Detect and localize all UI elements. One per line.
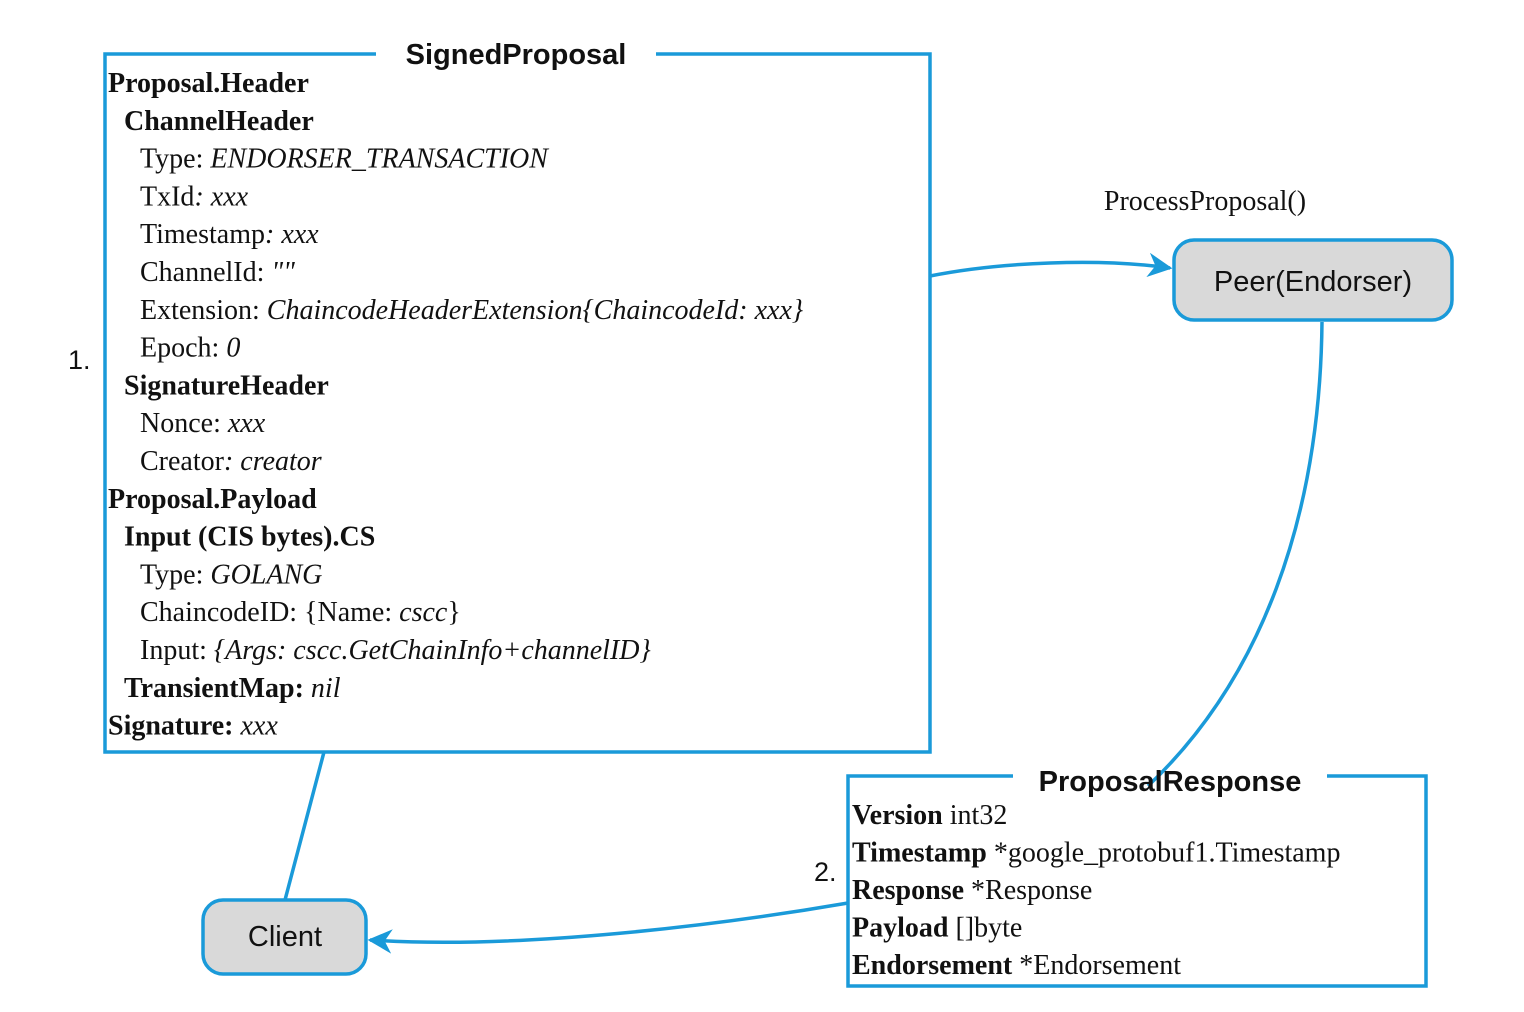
client-node: Client <box>201 898 368 976</box>
signed-proposal-border <box>103 52 932 754</box>
signed-proposal-line-8-part-0: SignatureHeader <box>124 370 329 401</box>
signed-proposal-line-3-part-1: : xxx <box>194 181 248 212</box>
signed-proposal-line-7-part-0: Epoch: <box>140 333 226 364</box>
signed-proposal-line-11-part-0: Proposal.Payload <box>108 484 317 515</box>
edge-proposal-response-to-client <box>367 901 849 954</box>
signed-proposal-line-4-part-0: Timestamp <box>140 219 265 250</box>
edge-client-to-signed-proposal <box>283 751 326 901</box>
signed-proposal-line-14-part-2: } <box>447 597 460 628</box>
signed-proposal-title: SignedProposal <box>406 39 627 71</box>
proposal-response-line-4-part-1: *Endorsement <box>1012 950 1181 981</box>
signed-proposal-line-13-part-1: GOLANG <box>210 559 322 590</box>
signed-proposal-line-14-part-1: cscc <box>399 597 448 628</box>
step-2-label: 2. <box>814 857 837 887</box>
edge-signed-proposal-to-peer <box>929 252 1173 278</box>
signed-proposal-line-3-part-0: TxId <box>140 181 194 212</box>
signed-proposal-line-17-part-1: xxx <box>234 711 279 742</box>
signed-proposal-line-2-part-1: ENDORSER_TRANSACTION <box>209 144 549 175</box>
signed-proposal-line-13-part-0: Type: <box>140 559 210 590</box>
proposal-response-line-1-part-1: *google_protobuf1.Timestamp <box>987 838 1341 869</box>
peer-endorser-node: Peer(Endorser) <box>1172 238 1454 322</box>
signed-proposal-line-15-part-0: Input: <box>140 635 214 666</box>
signed-proposal-line-7-part-1: 0 <box>226 333 240 364</box>
proposal-response-border <box>846 774 1428 988</box>
proposal-response-line-0-part-1: int32 <box>943 800 1008 831</box>
proposal-response-line-2-part-1: *Response <box>964 875 1092 906</box>
proposal-response-line-1-part-0: Timestamp <box>852 838 987 869</box>
signed-proposal-line-4-part-1: : xxx <box>265 219 319 250</box>
proposal-response-line-0-part-0: Version <box>852 800 943 831</box>
proposal-response-line-3-part-1: []byte <box>948 913 1022 944</box>
signed-proposal-line-10-part-0: Creator <box>140 446 225 477</box>
signed-proposal-line-14-part-0: ChaincodeID: {Name: <box>140 597 399 628</box>
signed-proposal-line-5-part-1: "" <box>271 257 295 288</box>
signed-proposal-line-16-part-1: nil <box>304 673 341 704</box>
edge-peer-to-proposal-response <box>1146 321 1324 788</box>
signed-proposal-line-10-part-1: : creator <box>224 446 322 477</box>
peer-endorser-shape <box>1172 238 1454 322</box>
signed-proposal-line-17-part-0: Signature: <box>108 711 234 742</box>
signed-proposal-line-1-part-0: ChannelHeader <box>124 106 314 137</box>
signed-proposal-line-6-part-1: ChaincodeHeaderExtension{ChaincodeId: xx… <box>267 295 803 326</box>
signed-proposal-line-5-part-0: ChannelId: <box>140 257 271 288</box>
signed-proposal-line-0-part-0: Proposal.Header <box>108 68 309 99</box>
signed-proposal-line-9-part-1: xxx <box>227 408 266 439</box>
proposal-response-line-4-part-0: Endorsement <box>852 950 1013 981</box>
signed-proposal-line-2-part-0: Type: <box>140 144 210 175</box>
process-proposal-label: ProcessProposal() <box>1104 186 1306 217</box>
step-1-label: 1. <box>68 345 91 375</box>
proposal-response-line-3-part-0: Payload <box>852 913 949 944</box>
proposal-response-line-2-part-0: Response <box>852 875 964 906</box>
signed-proposal-line-12-part-0: Input (CIS bytes).CS <box>124 522 375 553</box>
proposal-response-title: ProposalResponse <box>1039 766 1302 798</box>
signed-proposal-line-16-part-0: TransientMap: <box>124 673 304 704</box>
signed-proposal-line-9-part-0: Nonce: <box>140 408 228 439</box>
client-label: Client <box>248 921 322 953</box>
client-shape <box>201 898 368 976</box>
signed-proposal-line-15-part-1: {Args: cscc.GetChainInfo+channelID} <box>214 635 651 666</box>
peer-endorser-label: Peer(Endorser) <box>1214 266 1412 298</box>
signed-proposal-line-6-part-0: Extension: <box>140 295 267 326</box>
